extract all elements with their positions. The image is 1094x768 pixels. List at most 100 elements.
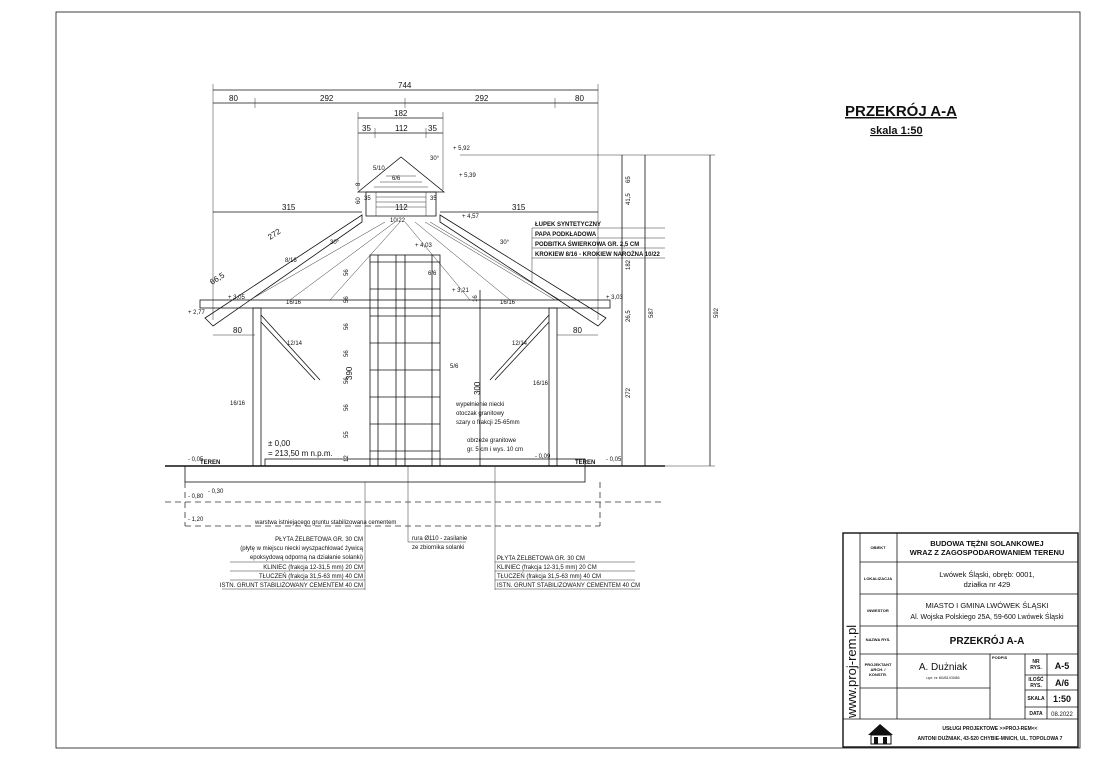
designer-name: A. Dużniak [919, 662, 968, 673]
dim-8: 8 [356, 182, 362, 186]
company-line: ANTONI DUŻNIAK, 43-520 CHYBIE-MNICH, UL.… [918, 735, 1063, 742]
note-basin-fill: wypełnienie niecki [455, 402, 504, 408]
label-post-left: 16/16 [230, 401, 246, 407]
investor-value: Al. Wojska Polskiego 25A, 59-600 Lwówek … [910, 612, 1064, 621]
level-terrain-right: - 0,05 [606, 457, 622, 463]
label-designer: PROJEKTANT [865, 662, 892, 667]
dim-60: 60 [356, 197, 362, 204]
foundation: TEREN TEREN [165, 458, 665, 527]
roof-layer: PAPA PODKŁADOWA [535, 232, 597, 238]
label-date: DATA [1029, 711, 1043, 717]
note-soil-layer: warstwa istniejącego gruntu stabilizowan… [254, 520, 396, 526]
roof-layers-callout: ŁUPEK SYNTETYCZNY PAPA PODKŁADOWA PODBIT… [531, 222, 665, 282]
level-marks: + 5,92 + 5,39 + 4,57 + 4,03 + 3,21 + 3,0… [188, 146, 624, 523]
dim-80-bottom-left: 80 [233, 326, 242, 335]
dim-592: 592 [714, 307, 720, 318]
dim-35a: 35 [362, 124, 371, 133]
note-basin-fill: szary o frakcji 25-65mm [456, 420, 520, 426]
roof-layer: PODBITKA ŚWIERKOWA GR. 2,5 CM [535, 241, 639, 248]
layer-right: TŁUCZEŃ (frakcja 31,5-63 mm) 40 CM [497, 573, 601, 580]
level-ridge: + 5,92 [453, 146, 471, 152]
date-value: 08.2022 [1051, 712, 1073, 718]
lantern: 5/10 6/6 10/22 30° [356, 156, 446, 224]
label-slope-left: 30° [330, 240, 340, 246]
scale-value: 1:50 [1053, 694, 1071, 704]
rung-dim: 56 [344, 350, 350, 357]
location-value: Lwówek Śląski, obręb: 0001, [939, 570, 1034, 579]
top-dimensions: 744 80 292 292 80 182 35 112 35 315 315 … [212, 81, 599, 320]
label-brace-left: 12/14 [287, 341, 303, 347]
designer-license: upr. nr 60/81/Gl/86 [926, 675, 960, 680]
dim-300: 300 [473, 381, 482, 395]
level-eave-right: + 3,03 [606, 295, 624, 301]
object-value: WRAZ Z ZAGOSPODAROWANIEM TERENU [910, 548, 1065, 557]
label-tower-post: 6/6 [428, 271, 437, 277]
object-value: BUDOWA TĘŻNI SOLANKOWEJ [930, 539, 1043, 548]
label-slope-right: 30° [500, 240, 510, 246]
dim-26-5: 26,5 [626, 310, 632, 322]
dim-744: 744 [398, 81, 412, 90]
drawing-no-value: A-5 [1055, 661, 1070, 671]
label-lantern-post: 6/6 [392, 176, 401, 182]
layers-right: PŁYTA ŻELBETOWA GR. 30 CM KLINIEC (frakc… [494, 466, 640, 590]
layers-left: PŁYTA ŻELBETOWA GR. 30 CM (płytę w miejs… [220, 482, 366, 590]
sheet-title: PRZEKRÓJ A-A [845, 102, 957, 120]
label-terrain-left: TEREN [200, 460, 220, 466]
label-lantern-beam: 10/22 [390, 218, 406, 224]
rung-dim: 56 [344, 296, 350, 303]
label-investor: INWESTOR [867, 608, 889, 613]
sheet-frame [55, 11, 1081, 749]
level-lantern-eave: + 5,39 [459, 173, 477, 179]
level-foundation: - 0,80 [188, 494, 204, 500]
level-zero-abs: = 213,50 m n.p.m. [268, 449, 333, 458]
label-lantern-roof: 5/10 [373, 166, 385, 172]
layer-left: ISTN. GRUNT STABILIZOWANY CEMENTEM 40 CM [220, 583, 363, 589]
layer-right: KLINIEC (frakcja 12-31,5 mm) 20 CM [497, 565, 597, 571]
label-sheet-count: RYS. [1030, 683, 1042, 689]
dim-112: 112 [395, 124, 408, 133]
note-basin-fill: otoczak granitowy [456, 411, 504, 417]
investor-value: MIASTO I GMINA LWÓWEK ŚLĄSKI [925, 601, 1048, 610]
company-line: USŁUGI PROJEKTOWE >>PROJ-REM<< [942, 726, 1037, 732]
level-terrain-left: - 0,05 [188, 457, 204, 463]
dim-41-5: 41,5 [626, 193, 632, 205]
dim-35-right: 35 [430, 196, 437, 202]
dim-80-bottom-right: 80 [573, 326, 582, 335]
label-sheet-count: ILOŚĆ [1028, 675, 1044, 683]
dim-315-right: 315 [512, 203, 526, 212]
label-drawing-no: RYS. [1030, 665, 1042, 671]
note-pipe: rura Ø110 - zasilanie [412, 536, 468, 542]
note-curb: gr. 5 cm i wys. 10 cm [467, 447, 523, 453]
rung-dim: 56 [344, 269, 350, 276]
house-logo-icon [868, 724, 893, 745]
label-beam-left: 16/16 [286, 300, 302, 306]
layer-left: TŁUCZEŃ (frakcja 31,5-63 mm) 40 CM [259, 573, 363, 580]
note-curb: obrzeże granitowe [467, 438, 517, 444]
label-brace-right: 12/14 [512, 341, 528, 347]
label-terrain-right: TEREN [575, 460, 595, 466]
label-rafter: 8/16 [285, 258, 297, 264]
layer-left: KLINIEC (frakcja 12-31,5 mm) 20 CM [263, 565, 363, 571]
label-post-right: 16/16 [533, 381, 549, 387]
dim-587: 587 [649, 307, 655, 318]
roof-layer: KROKIEW 8/16 - KROKIEW NAROŻNA 10/22 [535, 251, 660, 258]
rung-dim: 56 [344, 377, 350, 384]
tower-rung-labels: 56 56 56 56 56 56 55 12 [344, 269, 350, 462]
label-16: 16 [473, 295, 479, 302]
dim-182: 182 [394, 109, 408, 118]
dim-315-left: 315 [282, 203, 296, 212]
label-designer: ARCH. / [871, 667, 887, 672]
dim-35b: 35 [428, 124, 437, 133]
location-value: działka nr 429 [964, 580, 1011, 589]
level-bottom: - 1,20 [188, 517, 204, 523]
level-eave-left: + 3,05 [228, 295, 246, 301]
note-pipe: ze zbiornika solanki [412, 545, 464, 551]
layer-left: PŁYTA ŻELBETOWA GR. 30 CM [275, 536, 363, 543]
level-inner: - 0,09 [535, 454, 551, 460]
level-lantern-base: + 4,57 [462, 214, 480, 220]
level-eave-low-left: + 2,77 [188, 310, 206, 316]
level-tower-top: + 4,03 [415, 243, 433, 249]
label-beam-right: 16/16 [500, 300, 516, 306]
level-foundation2: - 0,30 [208, 489, 224, 495]
